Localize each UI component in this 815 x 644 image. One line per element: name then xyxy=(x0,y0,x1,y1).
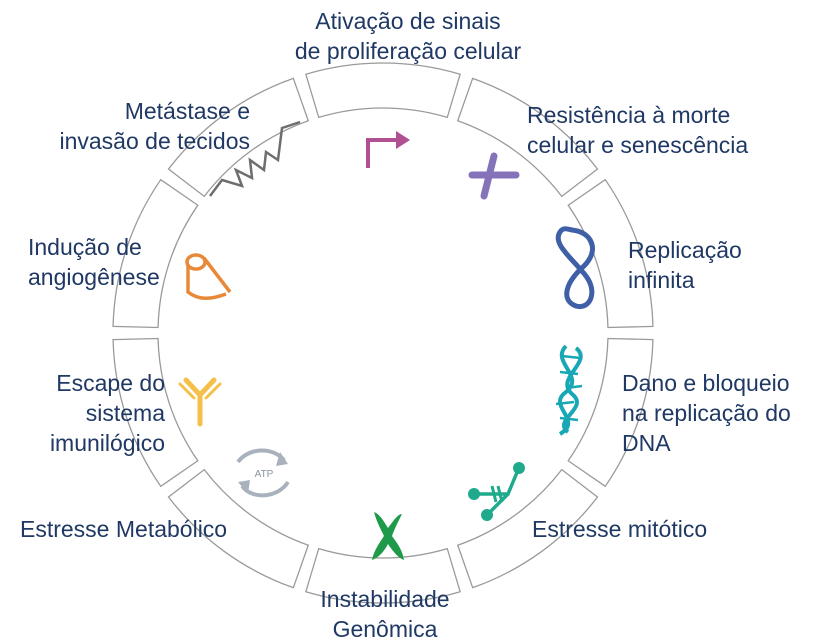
label-immune-escape: Escape do sistema imunilógico xyxy=(49,370,165,456)
label-metastasis: Metástase e invasão de tecidos xyxy=(59,98,250,154)
label-proliferation: Ativação de sinais de proliferação celul… xyxy=(294,8,522,64)
antibody-icon xyxy=(178,377,222,427)
ring-segment-metastasis xyxy=(167,77,310,198)
icon-layer: ATP xyxy=(178,120,595,560)
label-death-resistance: Resistência à morte celular e senescênci… xyxy=(527,102,749,158)
ring-segment-angiogenesis xyxy=(112,178,199,329)
label-mitotic-stress: Estresse mitótico xyxy=(532,516,708,542)
segmented-ring xyxy=(112,62,654,604)
ring-segment-metabolic xyxy=(167,468,310,589)
blood-vessel-icon xyxy=(185,253,232,300)
infinity-loop-icon xyxy=(555,226,595,310)
ring-segment-dna xyxy=(567,337,654,488)
label-genomic-instability: Instabilidade Genômica xyxy=(320,586,450,642)
atp-label: ATP xyxy=(255,469,274,480)
ring-segment-genomic xyxy=(305,547,461,604)
atp-cycle-icon: ATP xyxy=(236,448,290,498)
spindle-icon xyxy=(468,462,525,521)
ring-segment-death-resistance xyxy=(456,77,599,198)
label-dna-damage: Dano e bloqueio na replicação do DNA xyxy=(622,370,791,456)
invasion-icon xyxy=(209,120,301,197)
arrow-icon xyxy=(366,131,410,168)
label-metabolic-stress: Estresse Metabólico xyxy=(20,516,228,542)
ring-segment-immune xyxy=(112,337,199,488)
dna-helix-icon xyxy=(555,344,583,436)
chromosome-icon xyxy=(372,512,404,560)
cross-icon xyxy=(468,152,520,200)
label-replication: Replicação infinita xyxy=(628,237,742,293)
label-angiogenesis: Indução de angiogênese xyxy=(28,234,160,290)
ring-segment-mitotic xyxy=(456,468,599,589)
ring-segment-proliferation xyxy=(305,62,461,119)
